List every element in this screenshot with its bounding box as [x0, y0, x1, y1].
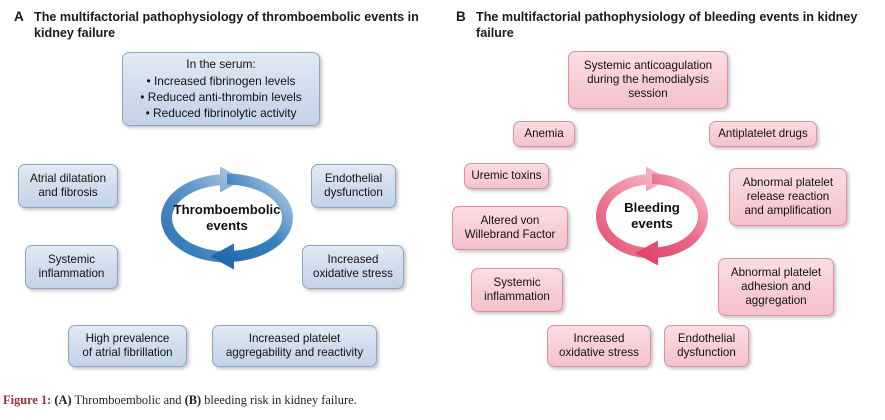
node-high-prevalence-of-atrial-fibrillation: High prevalence of atrial fibrillation [68, 325, 187, 367]
panel-b: B The multifactorial pathophysiology of … [442, 0, 885, 385]
thromboembolic-cycle-label: Thromboembolic events [173, 202, 281, 233]
bleeding-cycle-label: Bleeding events [624, 200, 680, 231]
figure-caption: Figure 1: (A) Thromboembolic and (B) ble… [3, 392, 881, 408]
panel-a: A The multifactorial pathophysiology of … [0, 0, 443, 385]
node-endothelial-dysfunction-b: Endothelial dysfunction [664, 325, 749, 367]
node-uremic-toxins: Uremic toxins [464, 163, 549, 189]
panel-b-letter: B [456, 9, 466, 24]
panel-a-title: The multifactorial pathophysiology of th… [34, 10, 419, 40]
node-abnormal-platelet-release-reaction: Abnormal platelet release reaction and a… [729, 168, 847, 226]
panel-b-title: The multifactorial pathophysiology of bl… [476, 10, 858, 40]
node-atrial-dilatation-and-fibrosis: Atrial dilatation and fibrosis [18, 164, 118, 208]
node-anemia: Anemia [513, 121, 575, 147]
node-increased-platelet-aggregability-and-reactivity: Increased platelet aggregability and rea… [212, 325, 377, 367]
node-systemic-anticoagulation-hemodialysis: Systemic anticoagulation during the hemo… [568, 51, 728, 109]
figure-caption-label: Figure 1: [3, 393, 52, 407]
bleeding-cycle-diagram: Bleeding events [588, 166, 716, 266]
node-antiplatelet-drugs: Antiplatelet drugs [709, 121, 817, 147]
node-increased-oxidative-stress-b: Increased oxidative stress [547, 325, 651, 367]
node-increased-oxidative-stress-a: Increased oxidative stress [302, 245, 404, 289]
node-serum-factors: In the serum: • Increased fibrinogen lev… [122, 52, 320, 126]
panel-a-letter: A [14, 9, 24, 24]
figure-caption-mid: Thromboembolic and [71, 393, 185, 407]
figure-caption-b-tag: (B) [184, 393, 202, 407]
node-abnormal-platelet-adhesion-aggregation: Abnormal platelet adhesion and aggregati… [718, 258, 834, 316]
figure-caption-end: bleeding risk in kidney failure. [201, 393, 357, 407]
figure-caption-a-tag: (A) [54, 393, 72, 407]
node-systemic-inflammation-b: Systemic inflammation [471, 268, 563, 312]
node-systemic-inflammation-a: Systemic inflammation [25, 245, 118, 289]
thromboembolic-cycle-diagram: Thromboembolic events [152, 166, 302, 270]
node-endothelial-dysfunction-a: Endothelial dysfunction [311, 164, 396, 208]
node-altered-von-willebrand-factor: Altered von Willebrand Factor [452, 206, 568, 250]
